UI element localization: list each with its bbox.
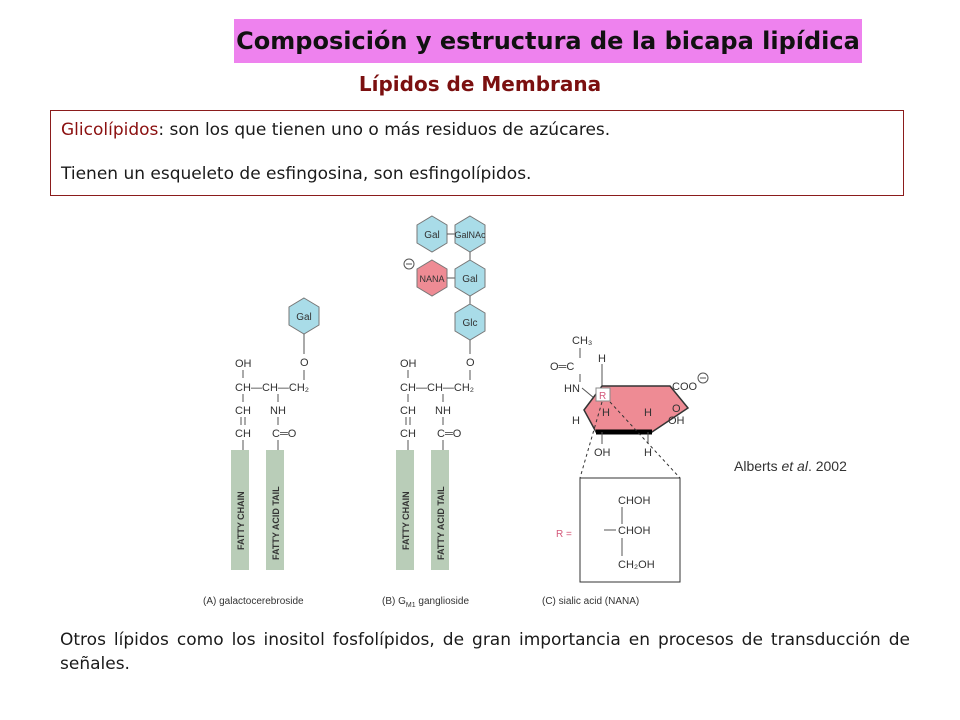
galnac-label: GalNAc [454,230,486,240]
co-a: C═O [272,428,297,440]
ch2-b: CH [400,405,416,417]
choh1-c: CHOH [618,495,650,507]
h-mid1-c: H [602,407,610,419]
ch2oh-c: CH₂OH [618,559,655,571]
definition-box: Glicolípidos: son los que tienen uno o m… [50,110,904,196]
o-link-a: O [300,357,309,369]
r-label-c: R [599,391,606,402]
fatty-chain-label-a: FATTY CHAIN [236,491,246,550]
fatty-chain-a [231,450,249,570]
coo-c: COO [672,381,698,393]
ch-ch2-b: —CH—CH₂ [416,382,474,394]
bottom-paragraph: Otros lípidos como los inositol fosfolíp… [60,630,910,674]
caption-b: (B) GM1 ganglioside [382,596,469,609]
h-bottom-c: H [644,447,652,459]
fatty-acid-tail-label-a: FATTY ACID TAIL [271,486,281,560]
o-ring-c: O [672,403,681,415]
section-subtitle: Lípidos de Membrana [358,72,602,96]
glc-label: Glc [463,318,478,329]
gal-label-a: Gal [296,312,312,323]
gal-label-b-top: Gal [424,230,440,241]
fatty-chain-label-b: FATTY CHAIN [401,491,411,550]
gal-label-b-mid: Gal [462,274,478,285]
glycolipid-figure: Gal O OH CH —CH—CH₂ CH NH CH C═O FATTY C… [203,215,709,609]
ch1-b: CH [400,382,416,394]
caption-c: (C) sialic acid (NANA) [542,596,639,607]
panel-a: Gal O OH CH —CH—CH₂ CH NH CH C═O FATTY C… [203,297,320,607]
fatty-chain-b [396,450,414,570]
panel-b: Gal GalNAc NANA Gal Glc O OH CH —CH—CH₂ … [382,215,486,609]
ch-ch2-a: —CH—CH₂ [251,382,309,394]
definition-line-2: Tienen un esqueleto de esfingosina, son … [61,164,532,184]
oh-b: OH [400,358,417,370]
caption-a: (A) galactocerebroside [203,596,304,607]
fatty-acid-tail-b [431,450,449,570]
figure-credit: Alberts et al. 2002 [734,458,847,474]
ch3-a: CH [235,428,251,440]
definition-text: : son los que tienen uno o más residuos … [158,120,611,140]
h-mid2-c: H [644,407,652,419]
oh-bottom-c: OH [594,447,611,459]
nana-hexagon [416,259,448,297]
ch3-b: CH [400,428,416,440]
nh-b: NH [435,405,451,417]
choh2-c: CHOH [618,525,650,537]
o-link-b: O [466,357,475,369]
oh-a: OH [235,358,252,370]
panel-c: CH₃ O═C HN H R O COO H H H OH OH H R = C… [542,335,709,607]
ch2-a: CH [235,405,251,417]
oh-right-c: OH [668,415,685,427]
ch1-a: CH [235,382,251,394]
hn-c: HN [564,383,580,395]
o-eq-c: O═C [550,361,574,373]
co-b: C═O [437,428,462,440]
r-box-c [595,387,611,402]
gal-hexagon-b-top [416,215,448,253]
nana-label: NANA [419,274,444,284]
definition-line-1: Glicolípidos: son los que tienen uno o m… [61,119,893,141]
title-banner: Composición y estructura de la bicapa li… [234,19,862,63]
h-left-c: H [572,415,580,427]
fatty-acid-tail-a [266,450,284,570]
h-top-c: H [598,353,606,365]
r-detail-box [579,477,681,583]
page-title: Composición y estructura de la bicapa li… [236,27,860,55]
ch3-c: CH₃ [572,335,592,347]
nh-a: NH [270,405,286,417]
definition-term: Glicolípidos [61,120,159,140]
fatty-acid-tail-label-b: FATTY ACID TAIL [436,486,446,560]
r-eq-c: R = [556,529,572,540]
